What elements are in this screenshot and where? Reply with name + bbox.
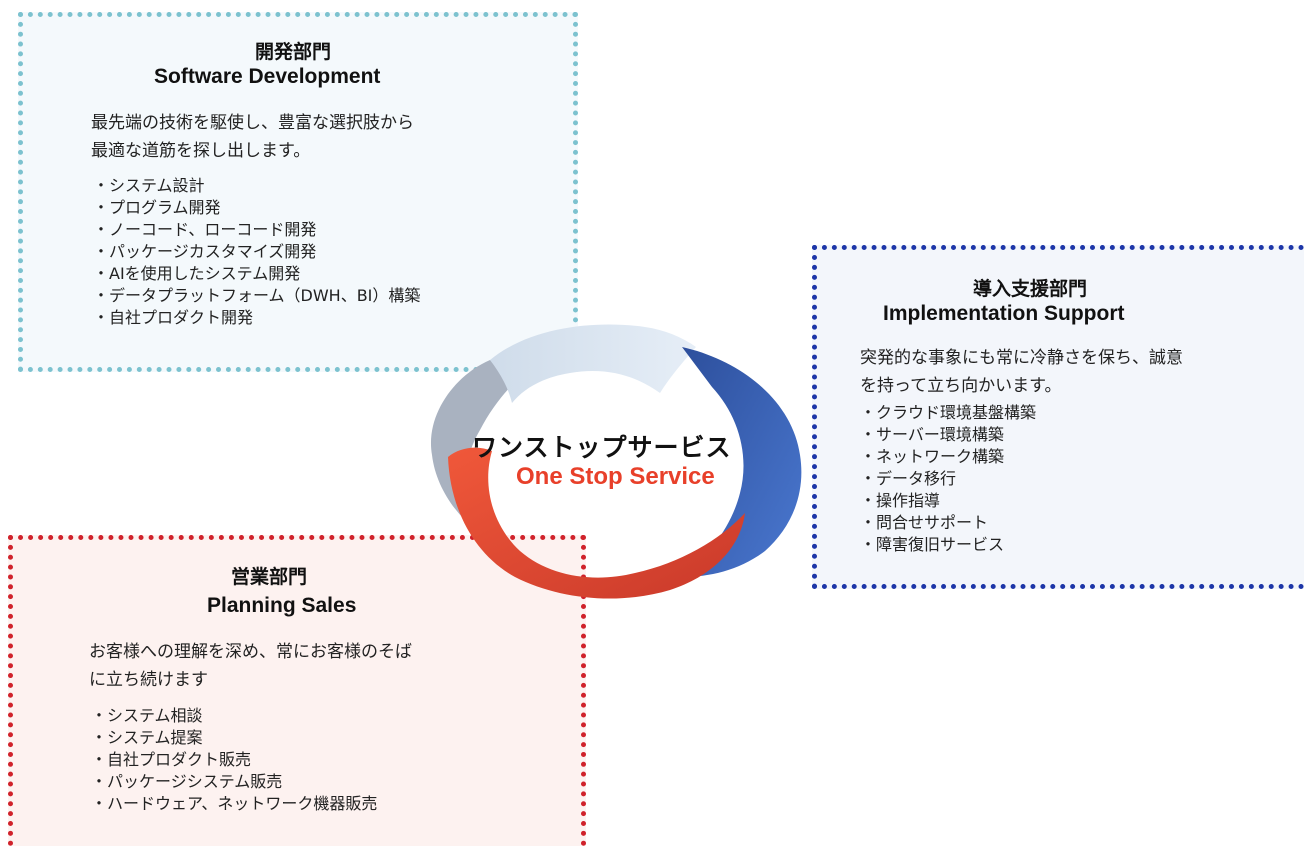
implementation-support-list: クラウド環境基盤構築 サーバー環境構築 ネットワーク構築 データ移行 操作指導 …	[860, 402, 1036, 556]
cycle-segment-blue	[682, 347, 802, 577]
list-item: データ移行	[860, 468, 1036, 490]
planning-sales-title-ja: 営業部門	[231, 566, 308, 588]
cycle-arrows-graphic	[430, 324, 802, 599]
list-item: システム設計	[93, 175, 420, 197]
planning-sales-list: システム相談 システム提案 自社プロダクト販売 パッケージシステム販売 ハードウ…	[91, 705, 377, 815]
software-development-box: 開発部門 Software Development 最先端の技術を駆使し、豊富な…	[18, 12, 578, 372]
description-line: 最適な道筋を探し出します。	[91, 141, 311, 161]
software-development-description: 最先端の技術を駆使し、豊富な選択肢から 最適な道筋を探し出します。	[91, 109, 414, 165]
description-line: を持って立ち向かいます。	[860, 376, 1062, 396]
list-item: 操作指導	[860, 490, 1036, 512]
planning-sales-title-en: Planning Sales	[207, 594, 357, 617]
list-item: システム提案	[91, 727, 377, 749]
implementation-support-title-ja: 導入支援部門	[973, 278, 1088, 300]
implementation-support-title-en: Implementation Support	[883, 302, 1125, 325]
cycle-segment-red	[448, 447, 745, 599]
list-item: プログラム開発	[93, 197, 420, 219]
software-development-title-ja: 開発部門	[255, 41, 332, 63]
list-item: データプラットフォーム（DWH、BI）構築	[93, 285, 420, 307]
list-item: 自社プロダクト販売	[91, 749, 377, 771]
list-item: サーバー環境構築	[860, 424, 1036, 446]
implementation-support-box: 導入支援部門 Implementation Support 突発的な事象にも常に…	[812, 245, 1304, 589]
list-item: クラウド環境基盤構築	[860, 402, 1036, 424]
list-item: パッケージシステム販売	[91, 771, 377, 793]
list-item: 自社プロダクト開発	[93, 307, 420, 329]
list-item: 問合せサポート	[860, 512, 1036, 534]
implementation-support-description: 突発的な事象にも常に冷静さを保ち、誠意 を持って立ち向かいます。	[860, 344, 1183, 400]
cycle-segment-light	[490, 324, 696, 403]
software-development-title-en: Software Development	[154, 65, 381, 88]
center-title-en: One Stop Service	[516, 463, 715, 490]
planning-sales-box: 営業部門 Planning Sales お客様への理解を深め、常にお客様のそば …	[8, 535, 586, 846]
list-item: 障害復旧サービス	[860, 534, 1036, 556]
description-line: に立ち続けます	[89, 670, 208, 690]
description-line: 突発的な事象にも常に冷静さを保ち、誠意	[860, 348, 1183, 368]
list-item: ハードウェア、ネットワーク機器販売	[91, 793, 377, 815]
software-development-list: システム設計 プログラム開発 ノーコード、ローコード開発 パッケージカスタマイズ…	[93, 175, 420, 329]
list-item: ノーコード、ローコード開発	[93, 219, 420, 241]
list-item: AIを使用したシステム開発	[93, 263, 420, 285]
description-line: 最先端の技術を駆使し、豊富な選択肢から	[91, 113, 414, 133]
list-item: システム相談	[91, 705, 377, 727]
list-item: ネットワーク構築	[860, 446, 1036, 468]
planning-sales-description: お客様への理解を深め、常にお客様のそば に立ち続けます	[89, 638, 412, 694]
description-line: お客様への理解を深め、常にお客様のそば	[89, 642, 412, 662]
center-title-ja: ワンストップサービス	[472, 433, 732, 462]
list-item: パッケージカスタマイズ開発	[93, 241, 420, 263]
